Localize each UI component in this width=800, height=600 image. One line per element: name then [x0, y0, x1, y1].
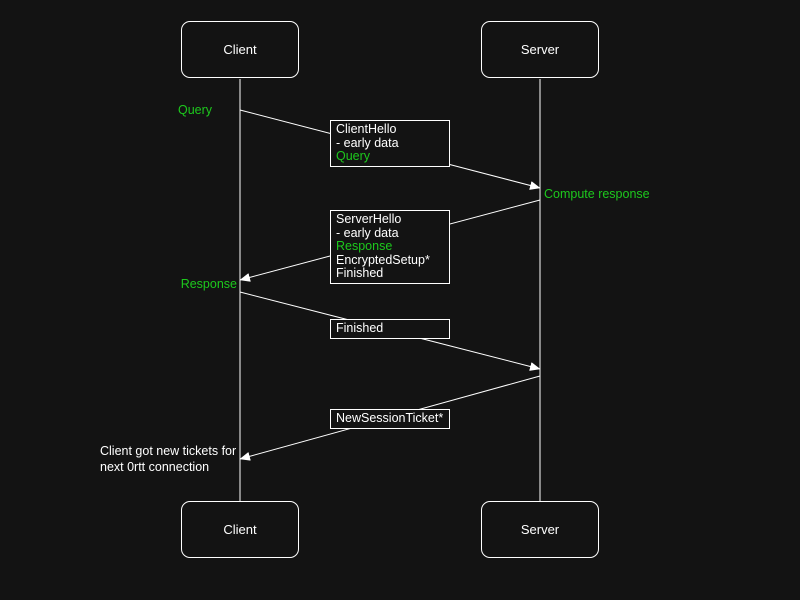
message-box-serverhello: ServerHello - early data Response Encryp… [330, 210, 450, 284]
actor-label-server-bottom: Server [520, 522, 560, 537]
note-line-1: Client got new tickets for [100, 444, 237, 458]
actor-label-client-bottom: Client [223, 522, 257, 537]
message-line: EncryptedSetup* [336, 252, 430, 267]
message-line: Finished [336, 321, 384, 335]
actor-label-client-top: Client [223, 42, 257, 57]
message-line: - early data [336, 135, 399, 150]
message-line: ClientHello [336, 122, 397, 136]
annotation-compute-response: Compute response [544, 187, 650, 201]
actor-box-client-bottom: Client [181, 501, 299, 558]
message-line: NewSessionTicket* [336, 411, 444, 425]
actor-box-client-top: Client [181, 21, 299, 78]
message-line: Finished [336, 266, 384, 280]
message-line: ServerHello [336, 212, 402, 226]
actor-label-server-top: Server [520, 42, 560, 57]
message-line: Response [336, 239, 393, 253]
annotation-response: Response [180, 277, 237, 291]
actor-box-server-top: Server [481, 21, 599, 78]
note-line-2: next 0rtt connection [100, 459, 210, 474]
actor-box-server-bottom: Server [481, 501, 599, 558]
message-box-finished: Finished [330, 319, 450, 339]
message-line: Query [336, 149, 371, 163]
message-box-clienthello: ClientHello - early data Query [330, 120, 450, 167]
message-box-newsessionticket: NewSessionTicket* [330, 409, 450, 429]
message-line: - early data [336, 225, 399, 240]
note-new-tickets: Client got new tickets for next 0rtt con… [100, 444, 236, 475]
annotation-query: Query [178, 103, 213, 117]
